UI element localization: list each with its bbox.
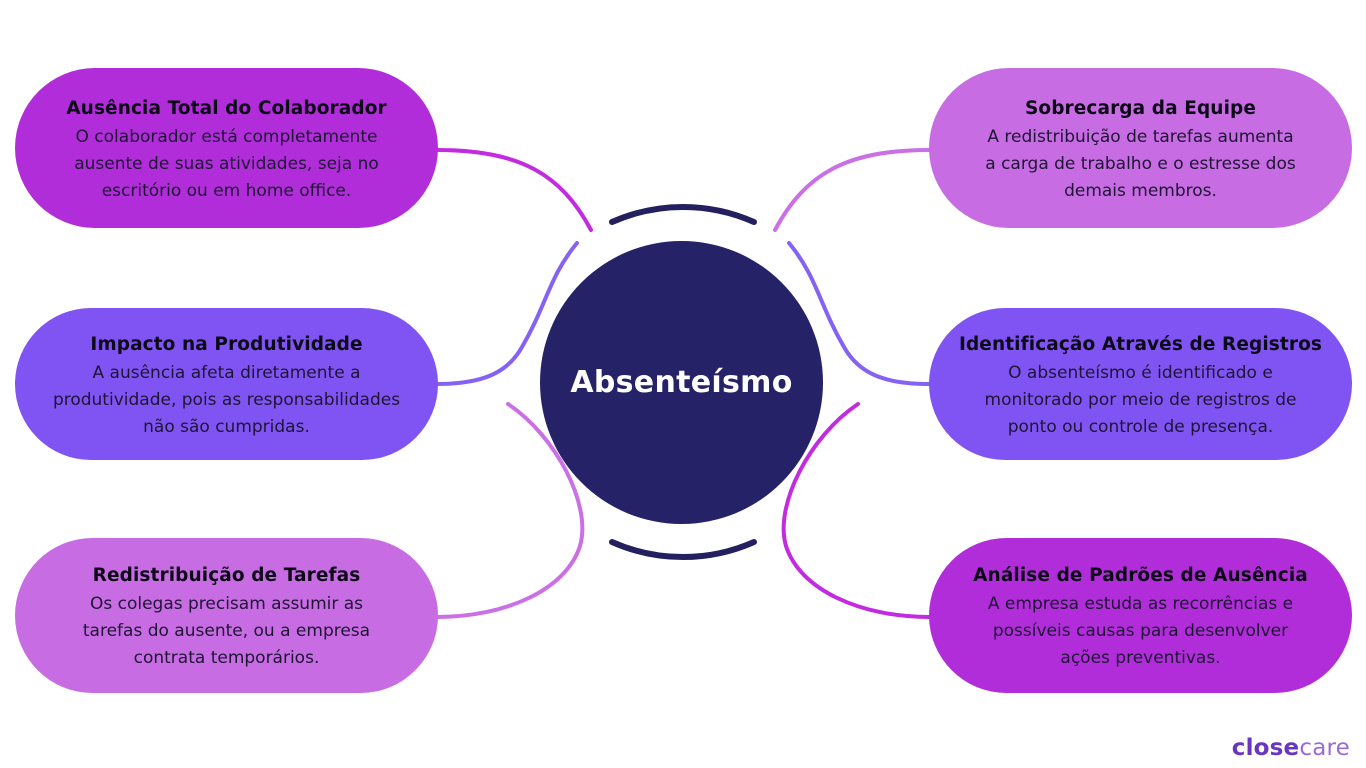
closecare-logo: closecare: [1232, 735, 1350, 761]
connector-top-left: [435, 148, 593, 232]
central-topic-circle: Absenteísmo: [540, 241, 823, 524]
node-body: A redistribuição de tarefas aumenta a ca…: [985, 126, 1296, 201]
node-impacto-produtividade: Impacto na Produtividade A ausência afet…: [15, 308, 438, 460]
central-topic-label: Absenteísmo: [570, 365, 793, 400]
node-title: Sobrecarga da Equipe: [1024, 97, 1257, 119]
node-body: A ausência afeta diretamente a produtivi…: [52, 362, 401, 437]
node-analise-padroes: Análise de Padrões de Ausência A empresa…: [929, 538, 1352, 693]
node-body: Os colegas precisam assumir as tarefas d…: [82, 594, 371, 668]
logo-close-text: close: [1231, 735, 1300, 761]
node-body: A empresa estuda as recorrências e possí…: [987, 594, 1294, 668]
node-title: Análise de Padrões de Ausência: [973, 565, 1308, 586]
ring-arc-bottom: [609, 539, 757, 561]
node-title: Ausência Total do Colaborador: [66, 97, 387, 119]
node-identificacao-registros: Identificação Através de Registros O abs…: [929, 308, 1352, 460]
node-title: Identificação Através de Registros: [958, 333, 1322, 355]
connector-bottom-right: [781, 402, 931, 619]
node-redistribuicao-tarefas: Redistribuição de Tarefas Os colegas pre…: [15, 538, 438, 693]
node-ausencia-total: Ausência Total do Colaborador O colabora…: [15, 68, 438, 228]
connector-middle-right: [787, 241, 931, 386]
connector-bottom-left: [435, 402, 585, 619]
node-title: Redistribuição de Tarefas: [92, 565, 361, 586]
ring-arc-top: [609, 203, 757, 225]
logo-care-text: care: [1299, 735, 1350, 761]
node-title: Impacto na Produtividade: [90, 333, 363, 355]
connector-middle-left: [435, 241, 579, 386]
node-sobrecarga-equipe: Sobrecarga da Equipe A redistribuição de…: [929, 68, 1352, 228]
node-body: O absenteísmo é identificado e monitorad…: [984, 362, 1297, 437]
connector-top-right: [773, 148, 931, 232]
node-body: O colaborador está completamente ausente…: [74, 126, 379, 201]
